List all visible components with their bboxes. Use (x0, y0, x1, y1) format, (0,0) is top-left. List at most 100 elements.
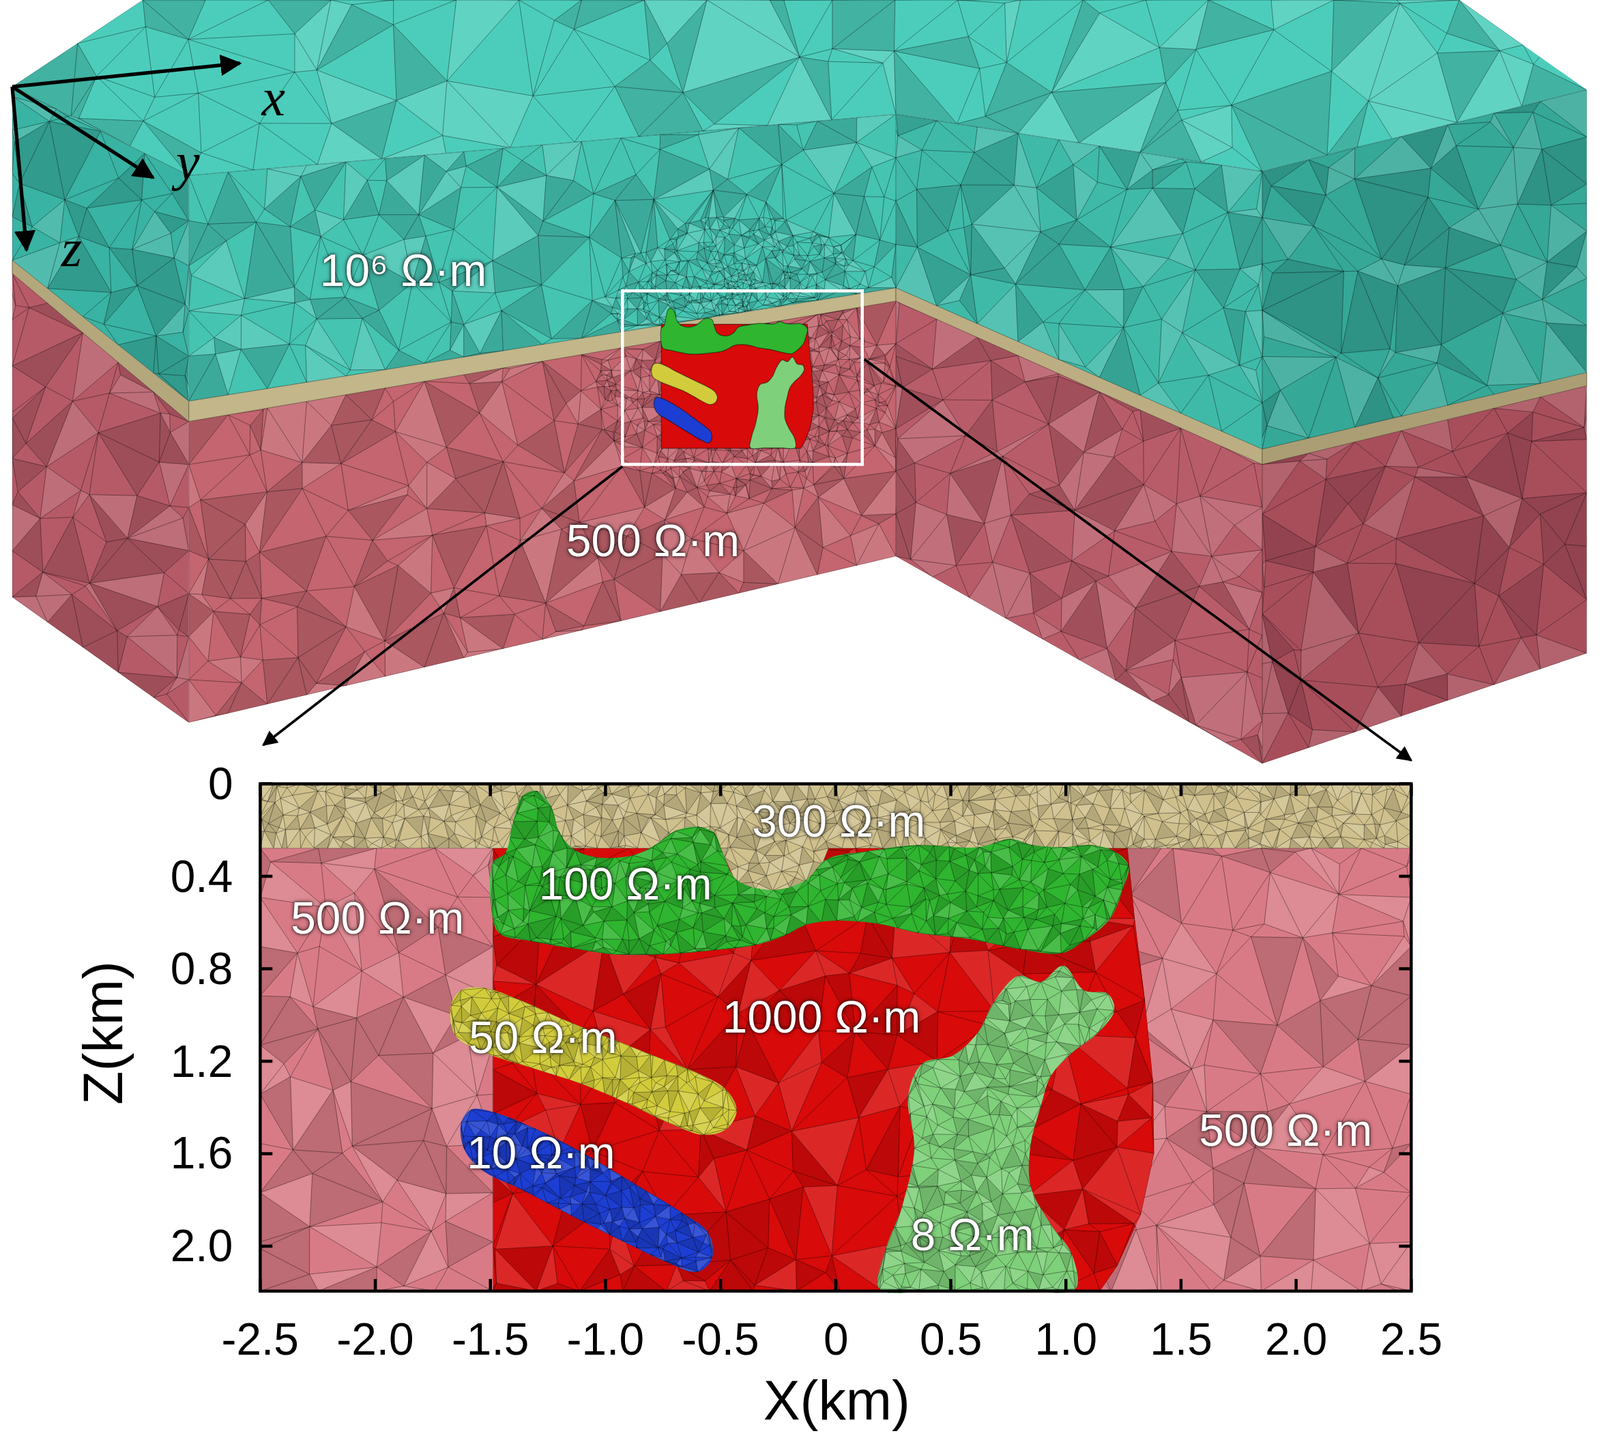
label-holder: 0 (208, 758, 234, 810)
resistivity-label: 500 Ω·m (1198, 1105, 1373, 1156)
mesh-shade (1254, 377, 1596, 772)
mesh-shade (871, 957, 1123, 1299)
label-holder: 500 Ω·m (1198, 1105, 1373, 1157)
resistivity-label: 500 Ω·m (566, 515, 740, 565)
label-holder: 500 Ω·m (566, 515, 740, 567)
label-holder: 10⁶ Ω·m (320, 244, 487, 297)
mesh-edges (180, 292, 905, 731)
zoom-arrow (864, 358, 1412, 761)
panel-frame (259, 783, 1412, 1291)
mesh-shade (453, 1101, 721, 1280)
miniature-body (749, 356, 805, 449)
label-holder: -2.5 (221, 1313, 299, 1365)
label-holder: x (262, 66, 286, 127)
tick-label: 1.0 (1035, 1313, 1098, 1364)
mesh-shade (180, 292, 905, 731)
mesh-shade (251, 839, 501, 1300)
mesh-group (1254, 377, 1596, 772)
tick-label: -0.5 (681, 1313, 759, 1364)
coordinate-axis (12, 86, 27, 250)
mesh-group (871, 957, 1123, 1299)
label-holder: 0.4 (170, 850, 233, 903)
mesh-group (4, 265, 198, 731)
resistivity-label: 10⁶ Ω·m (320, 244, 487, 295)
tick-label: -1.0 (566, 1313, 645, 1364)
tick-label: 0.4 (170, 850, 233, 901)
mesh-group (887, 292, 1271, 772)
label-holder: 2.0 (1264, 1313, 1328, 1365)
label-holder: 1000 Ω·m (722, 992, 922, 1044)
tick-label: -2.0 (336, 1313, 414, 1364)
miniature-body (653, 397, 712, 443)
mesh-shade (887, 292, 1271, 772)
resistivity-label: 100 Ω·m (539, 858, 713, 909)
region-group (4, 0, 1596, 458)
mesh-edges (4, 265, 198, 731)
label-holder: 1.5 (1149, 1313, 1212, 1365)
tick-label: 2.5 (1380, 1313, 1443, 1364)
axis-title: X(km) (763, 1369, 911, 1431)
region-group (453, 1101, 721, 1280)
label-holder: -2.0 (336, 1313, 414, 1365)
tick-label: -2.5 (221, 1313, 299, 1364)
label-holder: 100 Ω·m (539, 858, 713, 910)
mesh-shade (484, 782, 1137, 963)
label-holder: 10 Ω·m (466, 1127, 615, 1180)
label-holder: -1.0 (566, 1313, 645, 1365)
tick-label: 0.8 (170, 942, 233, 993)
mesh-shade (4, 265, 198, 731)
tick-label: 2.0 (170, 1220, 233, 1271)
axis-letter: x (262, 67, 286, 126)
label-holder: 1.0 (1035, 1313, 1098, 1365)
label-holder: -1.5 (451, 1313, 529, 1365)
mesh-shade (887, 292, 1271, 772)
tick-label: 0 (208, 758, 234, 808)
zoom-window (622, 290, 862, 464)
miniature-body (660, 308, 808, 355)
label-holder: 8 Ω·m (910, 1209, 1035, 1261)
model-miniature (651, 308, 814, 449)
mesh-shade (1254, 377, 1596, 772)
mesh-group (251, 839, 501, 1300)
label-holder: 0 (823, 1313, 849, 1365)
mesh-shade (4, 265, 198, 731)
resistivity-label: 500 Ω·m (290, 893, 464, 943)
resistivity-label: 50 Ω·m (468, 1012, 617, 1063)
resistivity-label: 300 Ω·m (751, 796, 926, 847)
tick-label: 0 (823, 1313, 849, 1364)
mesh-shade (871, 957, 1123, 1299)
label-holder: z (61, 217, 82, 278)
mesh-edges (887, 292, 1271, 772)
label-holder: 0.8 (170, 942, 233, 995)
mesh-edges (871, 957, 1123, 1299)
mesh-shade (180, 292, 905, 731)
region-group (871, 957, 1123, 1299)
label-holder: X(km) (763, 1368, 911, 1433)
label-holder: 50 Ω·m (468, 1012, 617, 1064)
resistivity-label: 10 Ω·m (466, 1127, 615, 1178)
mesh-edges (1254, 377, 1596, 772)
label-holder: 2.0 (170, 1220, 233, 1272)
mesh-shade (453, 1101, 721, 1280)
tick-label: 2.0 (1264, 1313, 1328, 1364)
mesh-group (484, 782, 1137, 963)
resistivity-label: 8 Ω·m (910, 1209, 1035, 1259)
tick-label: 1.2 (170, 1035, 233, 1086)
tick-label: 0.5 (919, 1313, 982, 1364)
label-holder: 1.6 (170, 1127, 233, 1180)
coordinate-axis (12, 63, 241, 87)
resistivity-region: 10 Ω·m (455, 1103, 719, 1278)
zoom-arrow (263, 466, 623, 745)
tick-label: 1.5 (1149, 1313, 1212, 1364)
region-group (4, 265, 1596, 772)
axis-letter: z (61, 219, 82, 278)
axis-ticks (259, 783, 1412, 1291)
label-holder: 0.5 (919, 1313, 982, 1365)
tick-label: -1.5 (451, 1313, 529, 1364)
mesh-edges (453, 1101, 721, 1280)
label-holder: 300 Ω·m (751, 796, 926, 848)
label-holder: 500 Ω·m (290, 893, 464, 945)
